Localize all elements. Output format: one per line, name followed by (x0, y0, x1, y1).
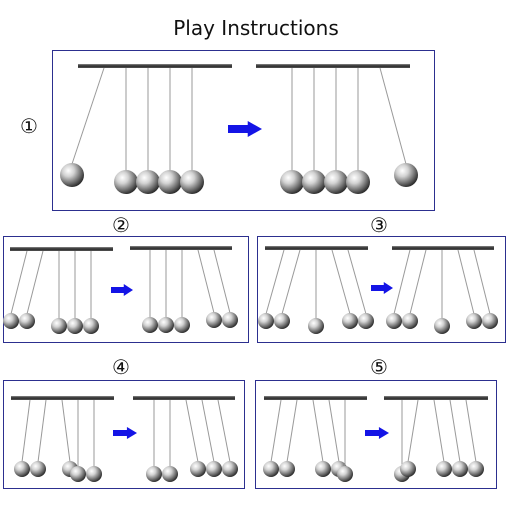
step-4-after-ball-4 (206, 461, 222, 477)
step-1-after-ball-2 (302, 170, 326, 194)
step-2-after-bar (130, 246, 232, 250)
step-2-arrow-icon (111, 284, 133, 296)
step-3-before-bar (265, 246, 368, 250)
step-5-after-string-4 (449, 399, 461, 463)
step-3-after-ball-2 (402, 313, 418, 329)
step-3-before-ball-4 (342, 313, 358, 329)
step-4-before-ball-5 (86, 466, 102, 482)
step-5-before-ball-3 (315, 461, 331, 477)
step-3-before-string-5 (347, 249, 367, 315)
step-2-before-bar (10, 247, 113, 251)
step-3-before-string-1 (265, 249, 285, 315)
step-2-before-ball-5 (83, 318, 99, 334)
step-5-before-ball-2 (279, 461, 295, 477)
step-5-after-ball-4 (452, 461, 468, 477)
step-2-before-ball-2 (19, 313, 35, 329)
step-4-after-ball-1 (146, 466, 162, 482)
step-3-before-ball-5 (358, 313, 374, 329)
step-2-after-ball-1 (142, 317, 158, 333)
step-3-after-ball-4 (466, 313, 482, 329)
step-2-marker: ② (112, 213, 130, 237)
step-1-after-ball-3 (324, 170, 348, 194)
step-4-after-ball-5 (222, 461, 238, 477)
step-4-after-string-5 (217, 399, 231, 463)
step-5-after-bar (384, 396, 488, 400)
step-4-marker: ④ (112, 355, 130, 379)
step-3-before-string-2 (281, 249, 301, 315)
step-1-before-ball-3 (136, 170, 160, 194)
step-5-arrow-icon (365, 427, 389, 439)
step-3-before-string-4 (331, 249, 351, 315)
step-2-after-ball-5 (222, 312, 238, 328)
step-4-before-bar (11, 396, 114, 400)
step-4-after-string-3 (185, 399, 199, 463)
step-5-after-string-3 (433, 399, 445, 463)
step-3-arrow-icon (371, 282, 393, 294)
step-4-arrow-icon (113, 427, 137, 439)
step-1-arrow-icon (228, 121, 262, 137)
step-1-after-ball-5 (394, 163, 418, 187)
step-3-after-string-5 (473, 249, 491, 315)
step-5-after-ball-5 (468, 461, 484, 477)
step-3-after-ball-5 (482, 313, 498, 329)
step-3-marker: ③ (370, 213, 388, 237)
step-1-before-ball-5 (180, 170, 204, 194)
step-5-after-string-2 (407, 399, 419, 463)
step-2-after-ball-3 (174, 317, 190, 333)
step-2-after-string-4 (197, 249, 215, 314)
step-5-before-string-1 (270, 399, 282, 463)
step-3-after-string-4 (457, 249, 475, 315)
step-5-after-string-5 (465, 399, 477, 463)
step-2-before-ball-3 (51, 318, 67, 334)
step-2-before-ball-4 (67, 318, 83, 334)
step-1-after-string-5 (379, 67, 407, 165)
step-5-after-ball-3 (436, 461, 452, 477)
step-3-before-ball-1 (258, 313, 274, 329)
step-2-after-string-5 (213, 249, 231, 314)
step-1-marker: ① (20, 114, 38, 138)
step-4-before-string-2 (37, 399, 47, 463)
step-5-before-string-4 (328, 399, 340, 463)
step-1-before-ball-4 (158, 170, 182, 194)
step-5-before-ball-1 (263, 461, 279, 477)
step-4-before-ball-2 (30, 461, 46, 477)
step-4-before-string-3 (61, 399, 71, 463)
page-title: Play Instructions (173, 16, 339, 40)
step-4-before-string-1 (21, 399, 31, 463)
step-3-after-string-2 (409, 249, 427, 315)
step-3-before-ball-2 (274, 313, 290, 329)
step-1-before-bar (78, 64, 232, 68)
step-3-after-ball-1 (386, 313, 402, 329)
step-4-after-ball-3 (190, 461, 206, 477)
step-2-before-string-1 (10, 250, 28, 315)
step-1-before-ball-1 (60, 163, 84, 187)
step-5-after-ball-2 (400, 461, 416, 477)
step-3-after-bar (392, 246, 494, 250)
step-4-before-ball-4 (70, 466, 86, 482)
step-1-after-bar (256, 64, 410, 68)
step-3-after-ball-3 (434, 318, 450, 334)
step-3-before-ball-3 (308, 318, 324, 334)
step-3-after-string-1 (393, 249, 411, 315)
step-1-after-ball-4 (346, 170, 370, 194)
step-1-after-ball-1 (280, 170, 304, 194)
step-5-before-string-3 (312, 399, 324, 463)
step-4-after-ball-2 (162, 466, 178, 482)
step-5-before-string-2 (286, 399, 298, 463)
step-4-after-bar (133, 396, 235, 400)
step-5-before-bar (264, 396, 367, 400)
step-2-after-ball-4 (206, 312, 222, 328)
step-1-before-ball-2 (114, 170, 138, 194)
step-1-before-string-1 (71, 67, 105, 165)
step-2-before-ball-1 (3, 313, 19, 329)
step-4-before-ball-1 (14, 461, 30, 477)
step-4-after-string-4 (201, 399, 215, 463)
step-5-marker: ⑤ (370, 355, 388, 379)
step-2-after-ball-2 (158, 317, 174, 333)
step-5-before-ball-5 (337, 466, 353, 482)
step-2-before-string-2 (26, 250, 44, 315)
